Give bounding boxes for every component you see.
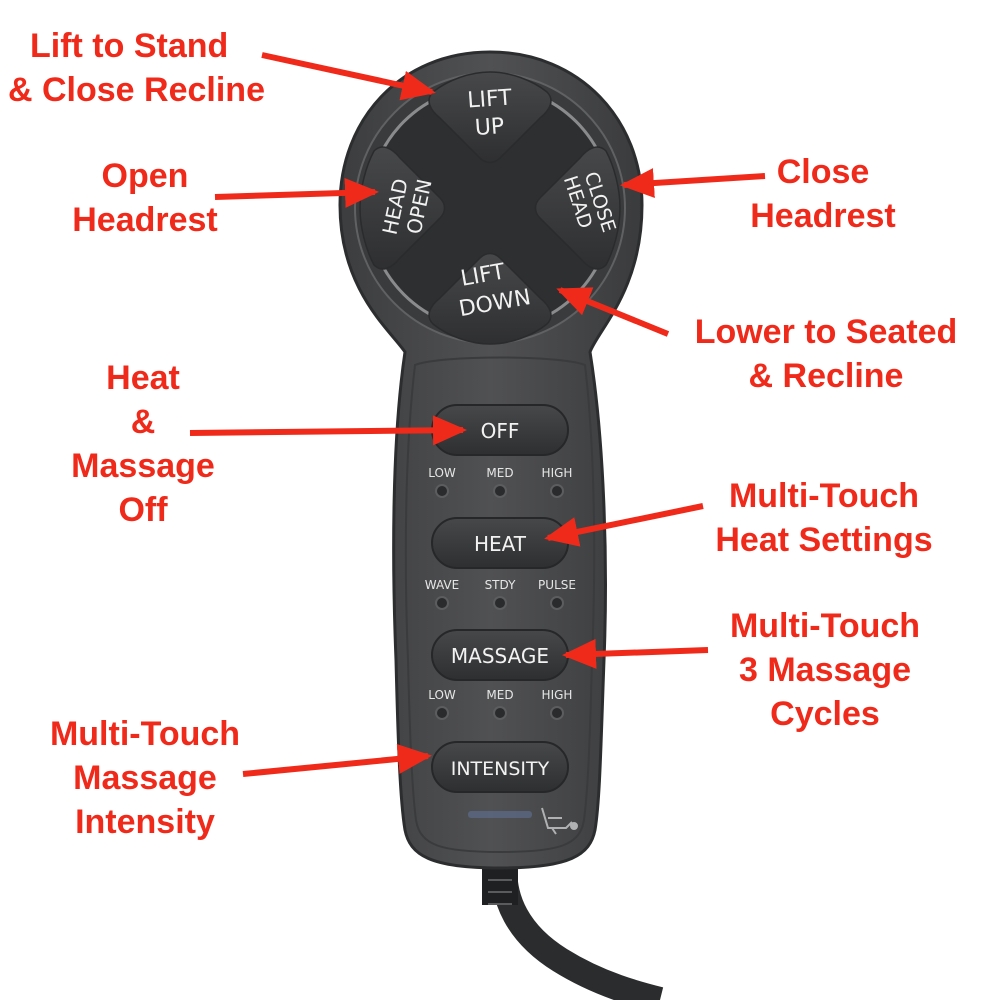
- callout-head-close: Close Headrest: [733, 150, 913, 238]
- dpad: LIFT UP HEAD OPEN HEAD CLOSE LIFT DOWN: [354, 71, 626, 345]
- callout-line: Lower to Seated: [694, 313, 958, 351]
- led-label: HIGH: [542, 466, 573, 480]
- led-label: STDY: [485, 578, 517, 592]
- arrow-off: [189, 415, 467, 446]
- led-indicator: [435, 706, 449, 720]
- led-indicator: [493, 484, 507, 498]
- brand-logo: [468, 807, 578, 835]
- callout-line: Heat: [106, 359, 180, 397]
- callout-line: Multi-Touch: [49, 715, 241, 753]
- massage-intensity-indicators: LOW MED HIGH: [428, 688, 573, 720]
- lift-down-button[interactable]: [428, 252, 552, 345]
- lift-up-label-2: UP: [474, 114, 505, 141]
- led-label: MED: [486, 688, 513, 702]
- callout-arrows: [189, 52, 766, 777]
- led-indicator: [493, 596, 507, 610]
- callout-line: Close: [776, 153, 870, 191]
- intensity-button-label: INTENSITY: [451, 758, 550, 780]
- callout-line: Massage: [73, 759, 217, 797]
- led-indicator: [550, 706, 564, 720]
- cord: [482, 856, 664, 1000]
- callout-line: Multi-Touch: [728, 477, 920, 515]
- callout-line: Headrest: [750, 197, 896, 235]
- lift-up-button[interactable]: [428, 71, 552, 164]
- callout-lift-up: Lift to Stand & Close Recline: [8, 24, 265, 112]
- led-indicator: [493, 706, 507, 720]
- massage-button-label: MASSAGE: [451, 644, 549, 668]
- heat-button-label: HEAT: [474, 532, 527, 556]
- led-label: LOW: [428, 466, 456, 480]
- callout-line: &: [130, 403, 156, 441]
- led-label: WAVE: [425, 578, 459, 592]
- intensity-button[interactable]: INTENSITY: [431, 741, 569, 793]
- arrow-lift-up: [261, 52, 436, 101]
- massage-cycle-indicators: WAVE STDY PULSE: [425, 578, 576, 610]
- led-indicator: [435, 596, 449, 610]
- led-indicator: [550, 484, 564, 498]
- heat-level-indicators: LOW MED HIGH: [428, 466, 573, 498]
- callout-massage: Multi-Touch 3 Massage Cycles: [700, 604, 950, 736]
- head-close-button[interactable]: [534, 146, 621, 270]
- arrow-intensity: [242, 743, 432, 777]
- led-indicator: [435, 484, 449, 498]
- callout-line: Cycles: [770, 695, 880, 733]
- callout-line: Multi-Touch: [729, 607, 921, 645]
- led-label: PULSE: [538, 578, 576, 592]
- callout-lift-down: Lower to Seated & Recline: [668, 310, 984, 398]
- led-label: HIGH: [542, 688, 573, 702]
- led-label: LOW: [428, 688, 456, 702]
- callout-line: Intensity: [75, 803, 215, 841]
- callout-heat: Multi-Touch Heat Settings: [690, 474, 958, 562]
- callout-head-open: Open Headrest: [55, 154, 235, 242]
- arrow-head-open: [214, 177, 379, 208]
- callout-line: 3 Massage: [739, 651, 911, 689]
- recliner-chair-icon: [541, 807, 578, 835]
- off-button-label: OFF: [481, 419, 520, 443]
- arrow-heat: [544, 503, 704, 547]
- callout-line: Heat Settings: [715, 521, 933, 559]
- callout-line: Off: [118, 491, 168, 529]
- heat-button[interactable]: HEAT: [431, 517, 569, 569]
- lift-up-label-1: LIFT: [467, 85, 514, 113]
- callout-line: Massage: [71, 447, 215, 485]
- led-label: MED: [486, 466, 513, 480]
- arrow-lift-down: [556, 287, 670, 337]
- callout-line: Lift to Stand: [30, 27, 229, 65]
- callout-line: & Close Recline: [8, 71, 265, 109]
- callout-line: Headrest: [72, 201, 218, 239]
- arrow-massage: [562, 638, 709, 669]
- callout-intensity: Multi-Touch Massage Intensity: [25, 712, 265, 844]
- callout-line: & Recline: [748, 357, 904, 395]
- arrow-head-close: [620, 168, 766, 199]
- callout-line: Open: [101, 157, 189, 195]
- massage-button[interactable]: MASSAGE: [431, 629, 569, 681]
- led-indicator: [550, 596, 564, 610]
- callout-off: Heat & Massage Off: [48, 356, 238, 532]
